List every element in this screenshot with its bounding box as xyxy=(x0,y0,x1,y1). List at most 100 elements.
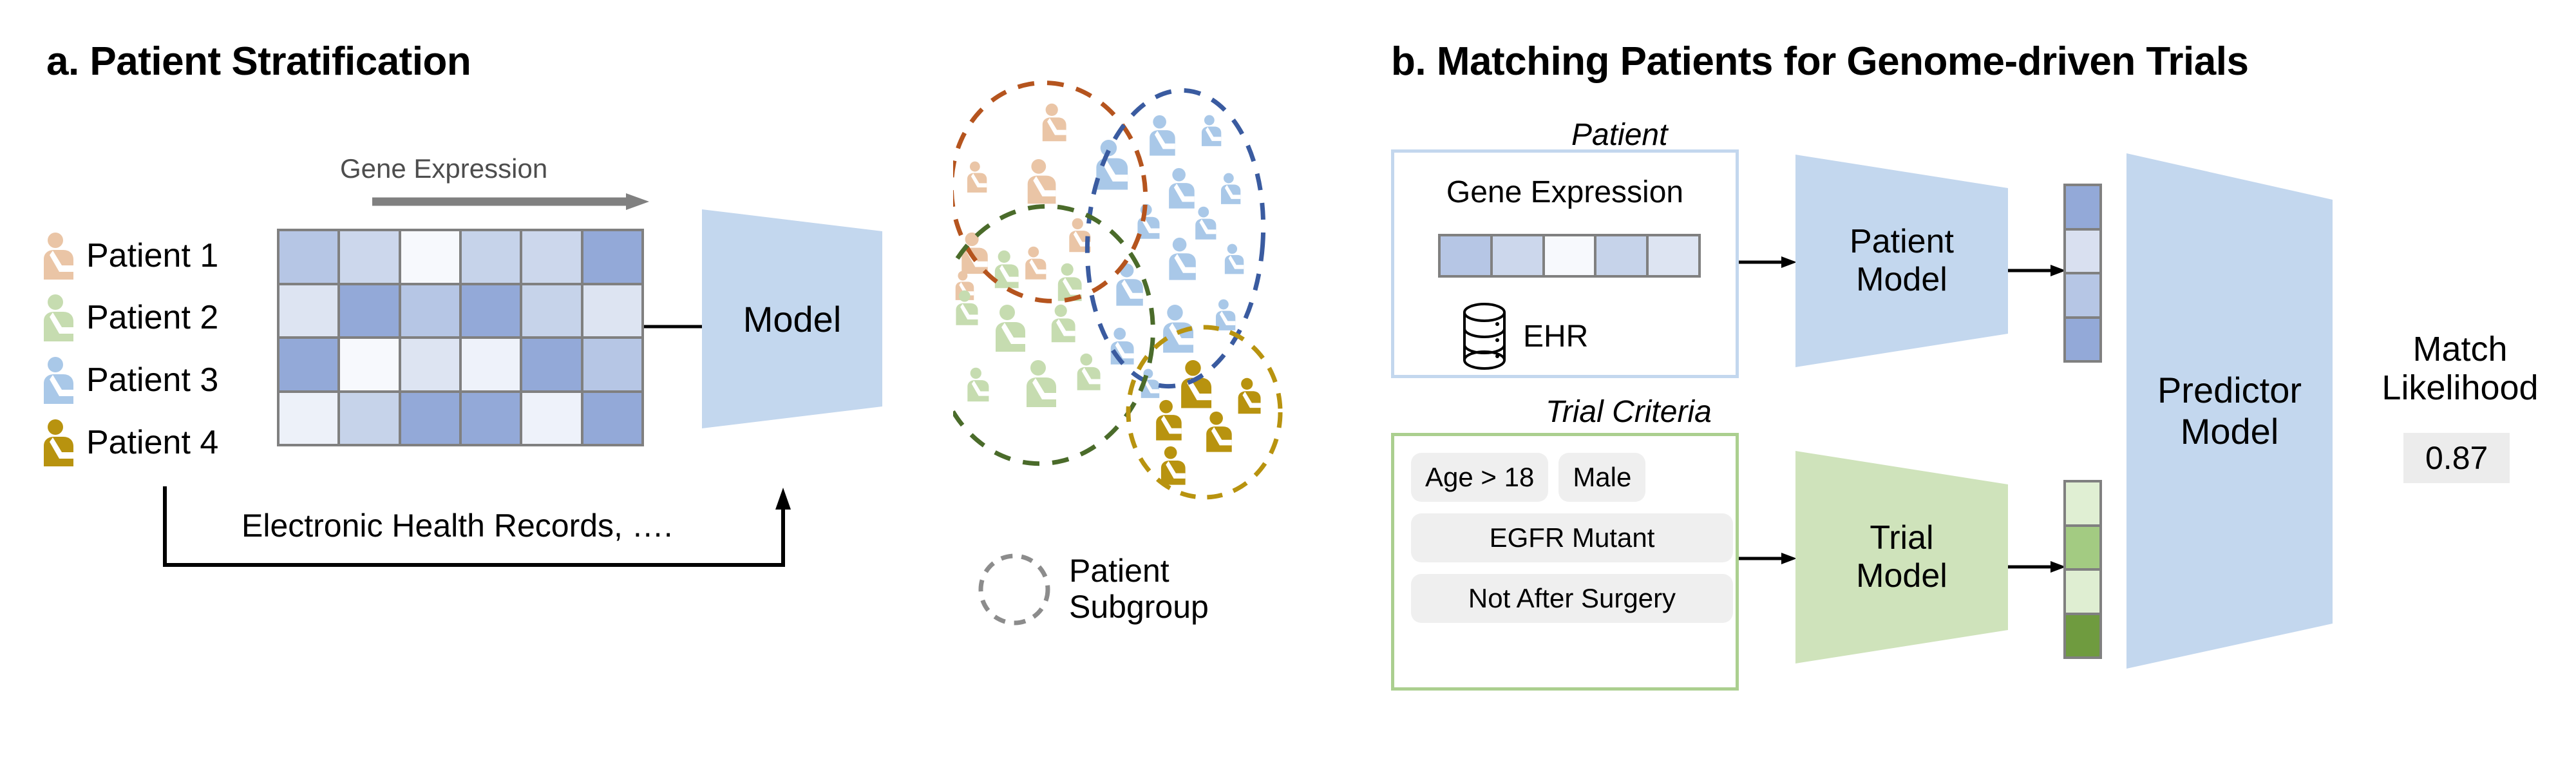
criteria-row-top: Age > 18 Male xyxy=(1411,453,1646,502)
trial-embedding-cell-1 xyxy=(2066,482,2099,524)
patient-input-box: Gene Expression EHR xyxy=(1391,149,1739,378)
patient-person-icon xyxy=(44,357,73,404)
heatmap-cell-r1-c3 xyxy=(401,231,459,283)
cluster-gold-boundary xyxy=(1126,325,1283,500)
predictor-model-shape-icon xyxy=(2126,153,2333,669)
patient-embedding-cell-4 xyxy=(2066,318,2099,360)
model-label: Model xyxy=(743,298,842,339)
gene-strip-cell-2 xyxy=(1492,236,1542,275)
trial-model-trapezoid: Trial Model xyxy=(1795,451,2008,663)
model-shape-icon xyxy=(702,209,882,428)
ehr-row: EHR xyxy=(1460,302,1588,370)
patient-row-1: Patient 1 xyxy=(40,227,218,285)
patient-row-4: Patient 4 xyxy=(40,414,218,472)
patient-embedding-vector xyxy=(2063,184,2102,363)
ehr-feedback-label: Electronic Health Records, …. xyxy=(242,508,673,544)
heatmap-cell-r3-c6 xyxy=(583,339,641,390)
gene-expression-title: Gene Expression xyxy=(1446,175,1684,209)
predictor-model-trapezoid: Predictor Model xyxy=(2126,153,2333,669)
criteria-chip-age[interactable]: Age > 18 xyxy=(1411,453,1549,502)
heatmap-cell-r3-c1 xyxy=(279,339,338,390)
gene-strip-cell-1 xyxy=(1441,236,1490,275)
panel-b-matching-patients: b. Matching Patients for Genome-driven T… xyxy=(1352,0,2576,773)
match-likelihood-label: Match Likelihood xyxy=(2357,330,2563,408)
heatmap-cell-r2-c2 xyxy=(340,285,399,336)
model-trapezoid: Model xyxy=(702,209,882,428)
trial-criteria-box: Age > 18 Male EGFR Mutant Not After Surg… xyxy=(1391,433,1739,691)
heatmap-cell-r3-c5 xyxy=(522,339,581,390)
arrow-patient-box-to-patient-model-icon xyxy=(1739,256,1797,268)
gene-strip-cell-5 xyxy=(1649,236,1698,275)
heatmap-cell-r4-c2 xyxy=(340,392,399,444)
patient-model-trapezoid: Patient Model xyxy=(1795,155,2008,367)
heatmap-cell-r1-c6 xyxy=(583,231,641,283)
trial-model-label-line2: Model xyxy=(1856,557,1947,595)
gene-expression-strip xyxy=(1438,234,1701,278)
arrow-trial-model-to-embedding-icon xyxy=(2008,561,2066,573)
heatmap-cell-r4-c3 xyxy=(401,392,459,444)
heatmap-cell-r3-c3 xyxy=(401,339,459,390)
patient-person-icon xyxy=(44,233,73,280)
patient-row-2: Patient 2 xyxy=(40,289,218,347)
heatmap-cell-r4-c6 xyxy=(583,392,641,444)
criteria-chip-surgery[interactable]: Not After Surgery xyxy=(1411,574,1733,623)
patient-label-3: Patient 3 xyxy=(86,361,219,399)
heatmap-cell-r2-c1 xyxy=(279,285,338,336)
gene-strip-cell-3 xyxy=(1544,236,1595,275)
heatmap-cell-r3-c4 xyxy=(462,339,520,390)
cluster-blue-boundary xyxy=(1084,88,1266,389)
database-cylinder-icon xyxy=(1463,303,1506,370)
heatmap-cell-r1-c2 xyxy=(340,231,399,283)
patient-model-label: Patient Model xyxy=(1795,155,2008,367)
predictor-model-label-line2: Model xyxy=(2180,411,2279,452)
ehr-label: EHR xyxy=(1523,319,1589,354)
gene-expression-axis-label: Gene Expression xyxy=(340,153,548,184)
trial-model-label: Trial Model xyxy=(1795,451,2008,663)
gene-expression-arrow-icon xyxy=(372,193,649,210)
patient-person-icon xyxy=(44,419,73,466)
patient-label-4: Patient 4 xyxy=(86,424,219,461)
dashed-circle-icon xyxy=(978,553,1050,625)
match-likelihood-value: 0.87 xyxy=(2403,433,2510,483)
match-likelihood-line1: Match xyxy=(2412,330,2508,368)
criteria-chip-sex[interactable]: Male xyxy=(1558,453,1646,502)
trial-embedding-cell-2 xyxy=(2066,526,2099,568)
cluster-green-boundary xyxy=(953,204,1155,466)
gene-strip-cell-4 xyxy=(1596,236,1647,275)
patient-person-icon xyxy=(44,294,73,341)
patient-model-label-line1: Patient xyxy=(1850,222,1954,260)
patient-embedding-cell-2 xyxy=(2066,230,2099,272)
arrow-patient-model-to-embedding-icon xyxy=(2008,265,2066,276)
patient-label-2: Patient 2 xyxy=(86,299,219,336)
trial-embedding-cell-3 xyxy=(2066,571,2099,613)
ehr-feedback-bracket-icon xyxy=(163,486,791,567)
heatmap-cell-r2-c4 xyxy=(462,285,520,336)
panel-a-title: a. Patient Stratification xyxy=(46,39,471,84)
heatmap-cell-r1-c1 xyxy=(279,231,338,283)
heatmap-cell-r4-c4 xyxy=(462,392,520,444)
heatmap-cell-r3-c2 xyxy=(340,339,399,390)
patient-embedding-cell-1 xyxy=(2066,186,2099,228)
heatmap-cell-r2-c6 xyxy=(583,285,641,336)
patient-embedding-cell-3 xyxy=(2066,274,2099,316)
cluster-gold-icons xyxy=(1156,360,1261,485)
patient-row-3: Patient 3 xyxy=(40,351,218,409)
panel-b-title: b. Matching Patients for Genome-driven T… xyxy=(1391,39,2249,84)
patient-model-shape-icon xyxy=(1795,155,2008,367)
heatmap-cell-r4-c5 xyxy=(522,392,581,444)
arrow-trial-box-to-trial-model-icon xyxy=(1739,553,1797,564)
predictor-model-label: Predictor Model xyxy=(2126,153,2333,669)
heatmap-cell-r2-c5 xyxy=(522,285,581,336)
patient-subgroup-legend: Patient Subgroup xyxy=(972,548,1307,651)
predictor-model-label-line1: Predictor xyxy=(2157,370,2302,411)
heatmap-cell-r1-c4 xyxy=(462,231,520,283)
patient-subgroup-cluster-plot xyxy=(953,81,1283,500)
panel-a-patient-stratification: a. Patient Stratification Gene Expressio… xyxy=(40,39,1307,651)
trial-embedding-vector xyxy=(2063,480,2102,659)
trial-model-label-line1: Trial xyxy=(1870,519,1934,557)
criteria-chip-mutation[interactable]: EGFR Mutant xyxy=(1411,513,1733,562)
gene-expression-heatmap xyxy=(277,229,644,446)
heatmap-cell-r1-c5 xyxy=(522,231,581,283)
trial-embedding-cell-4 xyxy=(2066,615,2099,656)
